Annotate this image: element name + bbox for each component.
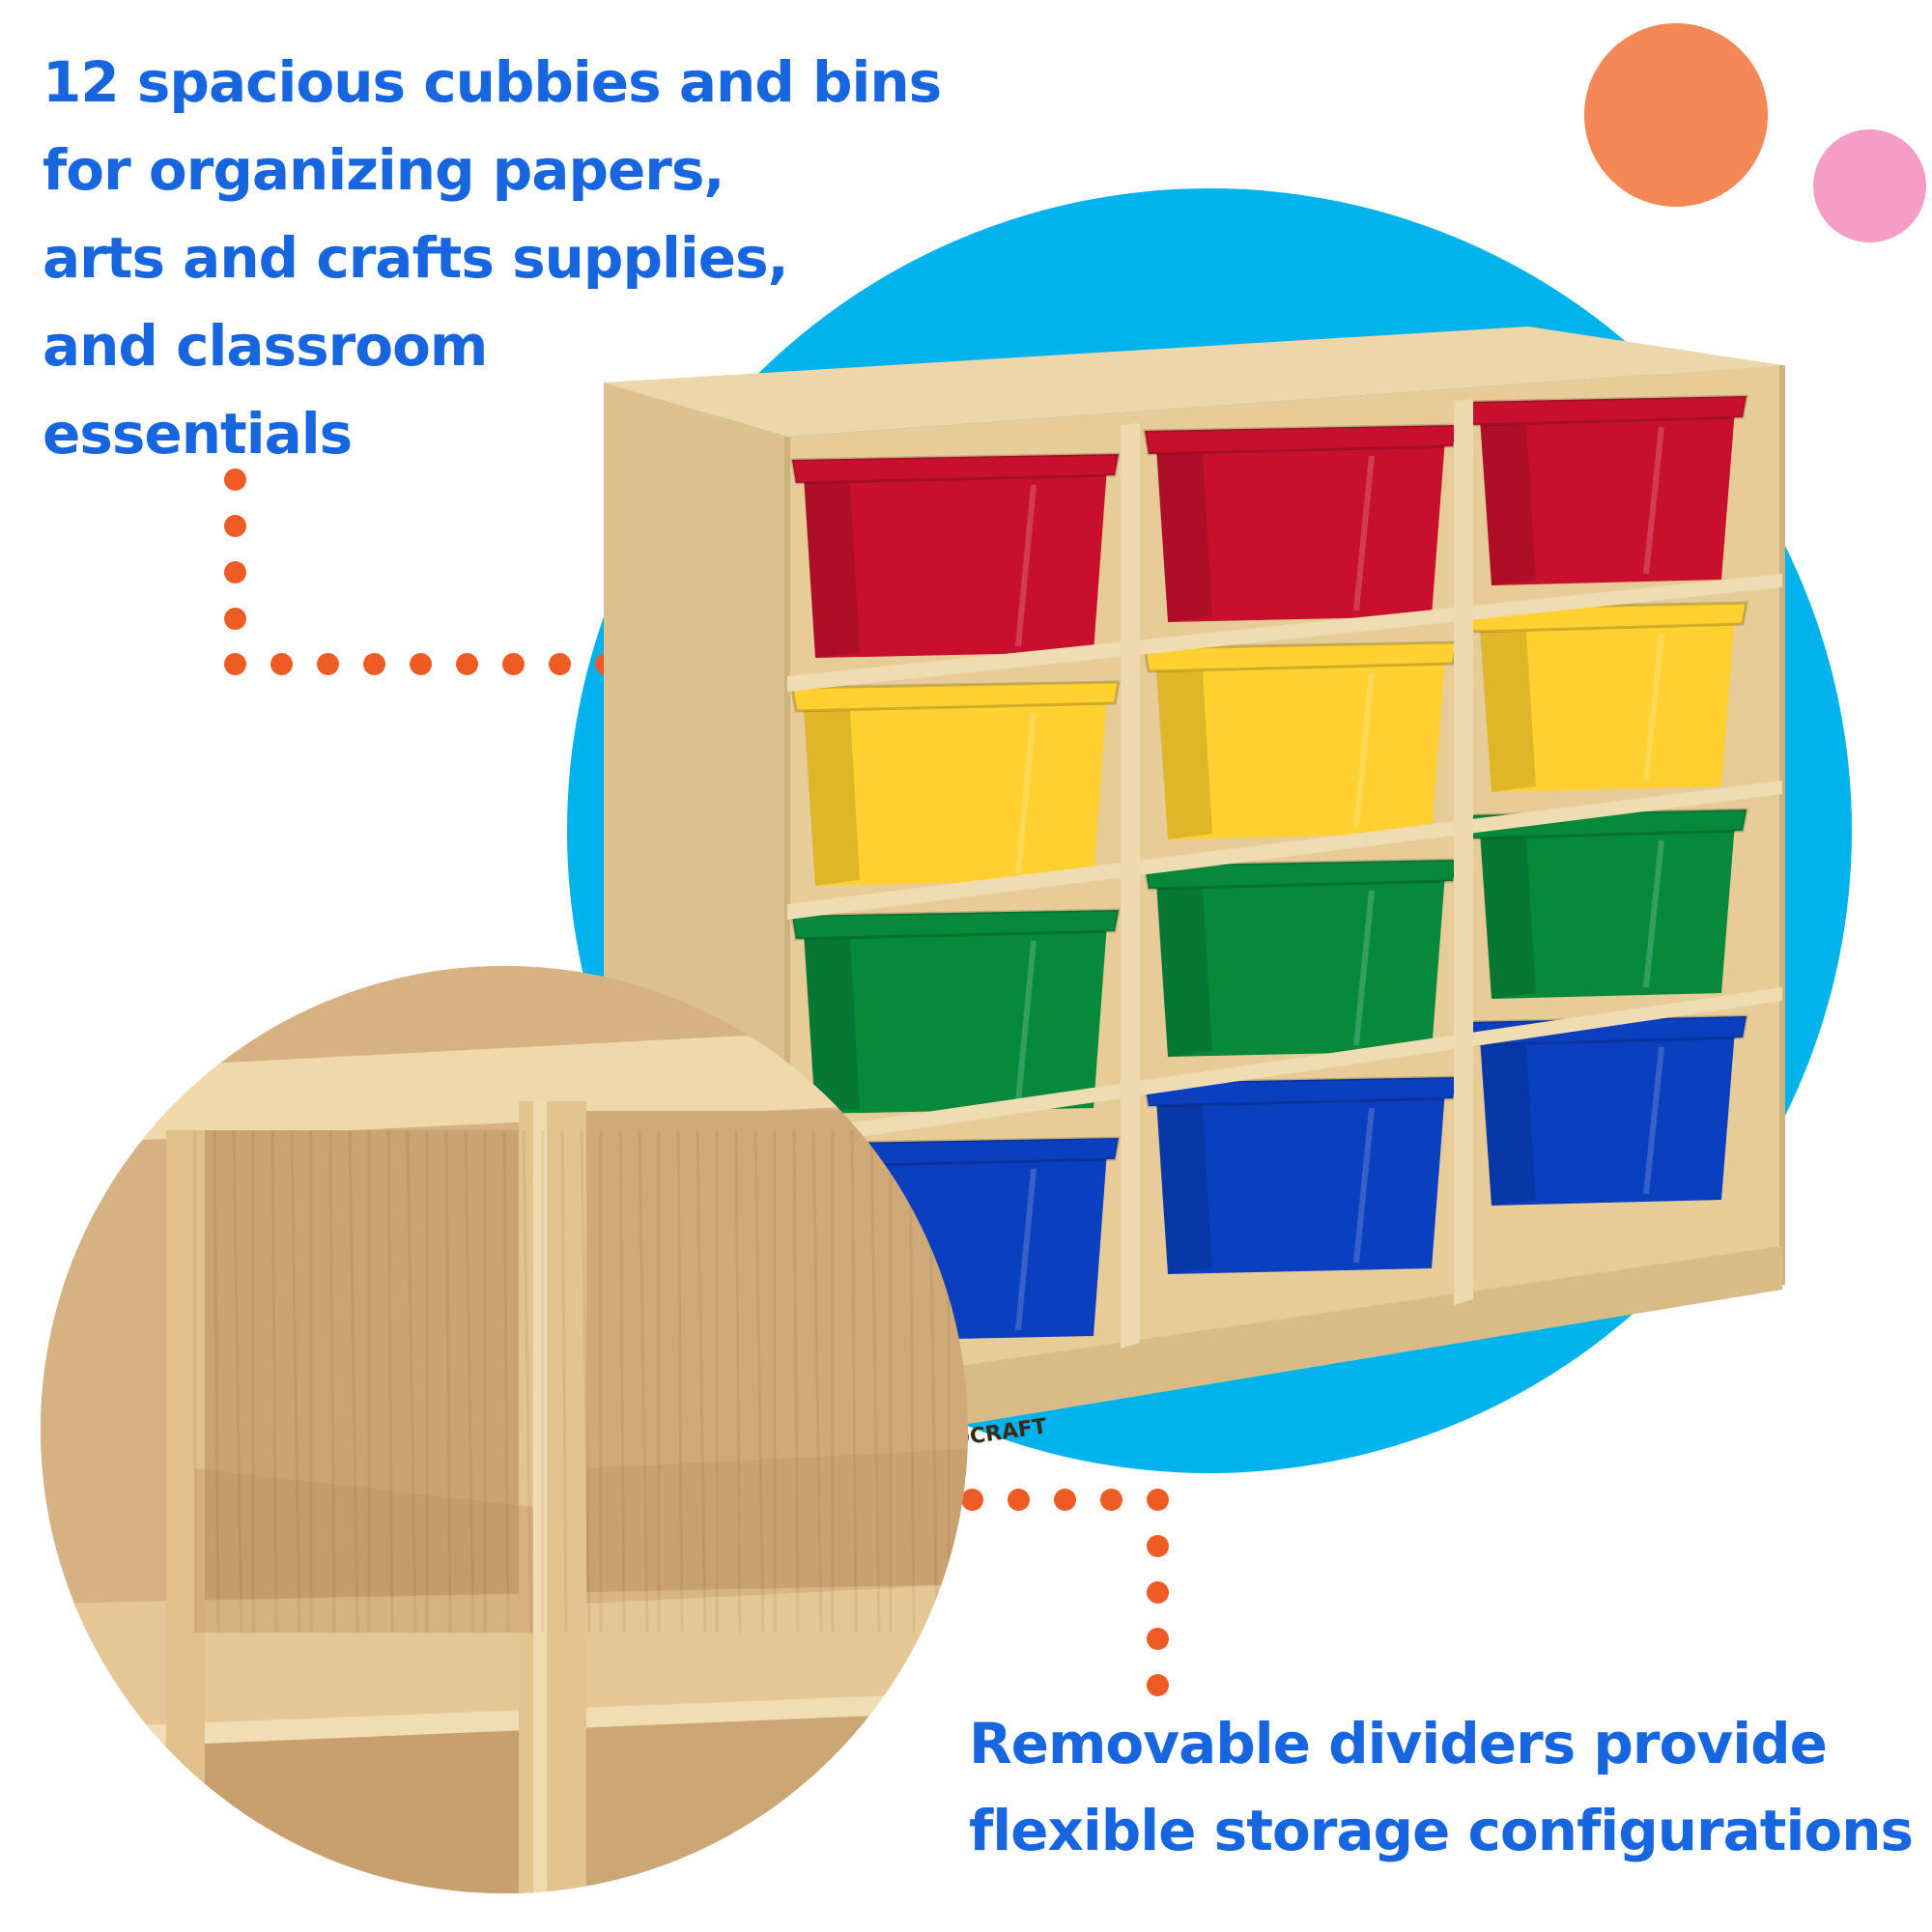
headline-top-line: and classroom — [43, 313, 488, 379]
storage-bin-green — [1143, 858, 1459, 1057]
vertical-divider — [1121, 423, 1140, 1349]
wood-grain-lines — [193, 1129, 951, 1634]
shelf-board — [787, 781, 1782, 920]
unit-base — [787, 1246, 1782, 1454]
vertical-divider — [1454, 399, 1473, 1305]
storage-bin-green — [1466, 808, 1748, 999]
headline-bottom-line: flexible storage configurations — [969, 1798, 1914, 1863]
zoom-wood-detail — [41, 966, 968, 1893]
headline-top-line: essentials — [43, 401, 353, 467]
headline-dividers: Removable dividers provide flexible stor… — [969, 1700, 1916, 1874]
shelf-board — [787, 987, 1782, 1148]
storage-bin-red — [790, 452, 1121, 658]
storage-bin-red — [1466, 394, 1748, 585]
storage-bin-yellow — [1143, 640, 1459, 839]
storage-bin-yellow — [790, 680, 1121, 886]
bins-group — [790, 394, 1748, 1342]
zoom-detail-circle — [41, 966, 968, 1893]
headline-top-line: arts and crafts supplies, — [43, 225, 789, 291]
shelf-board — [787, 574, 1782, 692]
orange-decor-circle — [1584, 23, 1768, 207]
storage-bin-blue — [1466, 1014, 1748, 1206]
pink-decor-circle — [1813, 129, 1926, 242]
storage-bin-blue — [1143, 1075, 1459, 1274]
shelves-group — [787, 399, 1782, 1349]
unit-top-panel — [604, 327, 1782, 437]
headline-top-line: 12 spacious cubbies and bins — [43, 49, 942, 115]
storage-bin-red — [1143, 423, 1459, 622]
storage-bin-green — [790, 908, 1121, 1114]
headline-bottom-line: Removable dividers provide — [969, 1711, 1828, 1776]
headline-cubbies: 12 spacious cubbies and bins for organiz… — [43, 39, 989, 478]
headline-top-line: for organizing papers, — [43, 137, 724, 203]
storage-bin-yellow — [1466, 601, 1748, 792]
